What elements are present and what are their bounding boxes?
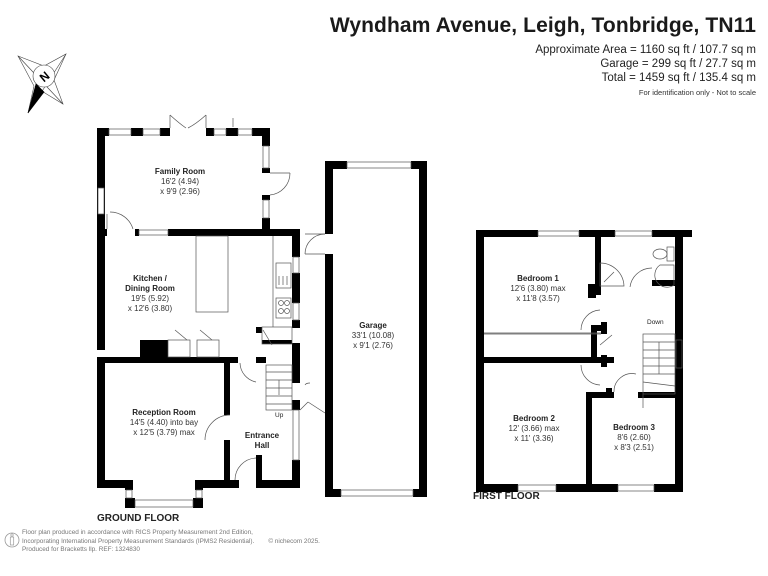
room-dimension: 12' (3.66) max (508, 424, 560, 433)
reception-room-label: Reception Room 14'5 (4.40) into bay x 12… (130, 408, 198, 438)
room-dimension: x 9'1 (2.76) (353, 341, 393, 350)
footer-line-2: Incorporating International Property Mea… (22, 537, 255, 545)
room-name: Bedroom 2 (513, 414, 555, 423)
garage-area: Garage = 299 sq ft / 27.7 sq m (600, 58, 756, 70)
bedroom-1-label: Bedroom 1 12'6 (3.80) max x 11'8 (3.57) (510, 274, 565, 304)
room-name-line2: Dining Room (125, 284, 175, 293)
room-dimension: x 12'6 (3.80) (127, 304, 173, 313)
scale-disclaimer: For identification only - Not to scale (638, 88, 756, 97)
room-name: Family Room (154, 167, 206, 176)
stairs-up-label: Up (275, 412, 284, 419)
room-dimension: 16'2 (4.94) (160, 177, 199, 186)
kitchen-dining-room-label: Kitchen / Dining Room 19'5 (5.92) x 12'6… (125, 274, 175, 314)
room-dimension: 14'5 (4.40) into bay (129, 418, 199, 427)
rics-logo-icon (4, 532, 20, 548)
total-area: Total = 1459 sq ft / 135.4 sq m (601, 72, 756, 84)
room-dimension: x 11' (3.36) (514, 434, 554, 443)
room-dimension: 19'5 (5.92) (131, 294, 169, 303)
room-name: Kitchen / (133, 274, 167, 283)
room-dimension: 8'6 (2.60) (617, 433, 651, 442)
footer-notes: Floor plan produced in accordance with R… (22, 529, 320, 555)
room-name: Bedroom 3 (613, 423, 655, 432)
room-dimension: x 9'9 (2.96) (160, 187, 200, 196)
room-dimension: 33'1 (10.08) (351, 331, 395, 340)
first-floor-label: FIRST FLOOR (473, 491, 540, 502)
property-title: Wyndham Avenue, Leigh, Tonbridge, TN11 (329, 14, 756, 37)
bedroom-3-label: Bedroom 3 8'6 (2.60) x 8'3 (2.51) (613, 423, 655, 453)
ground-floor-plan (97, 128, 427, 508)
room-dimension: x 11'8 (3.57) (516, 294, 560, 303)
garage-label: Garage 33'1 (10.08) x 9'1 (2.76) (352, 321, 394, 351)
stairs-down-label: Down (647, 319, 664, 326)
room-name: Reception Room (132, 408, 196, 417)
room-name: Bedroom 1 (517, 274, 559, 283)
entrance-hall-label: Entrance Hall (245, 431, 279, 451)
approximate-area: Approximate Area = 1160 sq ft / 107.7 sq… (535, 44, 756, 56)
room-name-line2: Hall (254, 441, 270, 450)
footer-line-1: Floor plan produced in accordance with R… (22, 529, 253, 536)
ground-floor-label: GROUND FLOOR (97, 513, 180, 524)
north-compass-icon: N (17, 53, 67, 114)
copyright: © nichecom 2025. (268, 537, 320, 545)
room-dimension: 12'6 (3.80) max (510, 284, 566, 293)
footer-line-3: Produced for Bracketts llp. REF: 1324830 (22, 546, 140, 554)
first-floor-plan (476, 230, 692, 492)
family-room-label: Family Room 16'2 (4.94) x 9'9 (2.96) (155, 167, 205, 197)
room-dimension: x 8'3 (2.51) (614, 443, 654, 452)
room-name: Garage (359, 321, 387, 330)
room-dimension: x 12'5 (3.79) max (133, 428, 195, 437)
bedroom-2-label: Bedroom 2 12' (3.66) max x 11' (3.36) (509, 414, 560, 444)
room-name: Entrance (244, 431, 280, 440)
